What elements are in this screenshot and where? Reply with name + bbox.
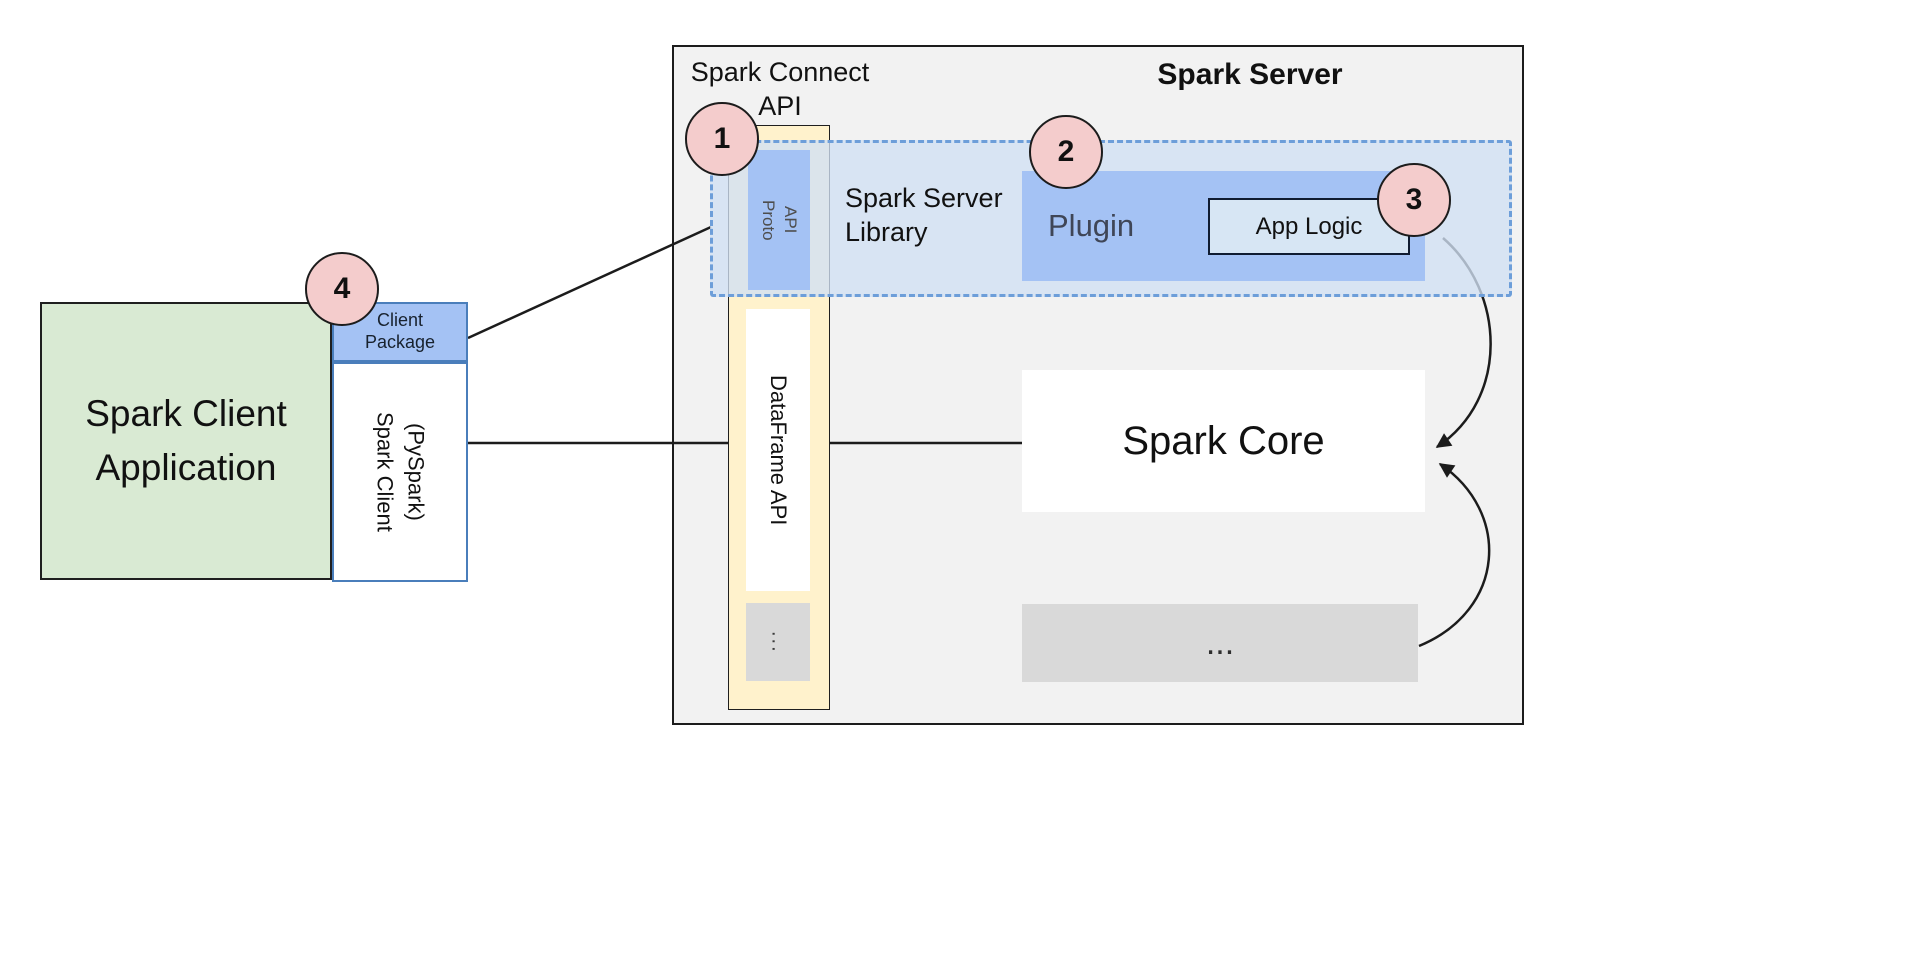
connect-api-more-label: ... <box>767 630 790 654</box>
spark-connect-api-label: Spark Connect API <box>690 57 870 121</box>
spark-client-box: Spark Client (PySpark) <box>332 362 468 582</box>
app-logic-label: App Logic <box>1255 212 1363 240</box>
spark-core-box: Spark Core <box>1022 370 1425 512</box>
badge-3: 3 <box>1377 163 1451 237</box>
connect-api-more-box: ... <box>746 603 810 681</box>
spark-client-label-line2: (PySpark) <box>403 423 429 521</box>
plugin-label: Plugin <box>1048 208 1135 243</box>
badge-3-number: 3 <box>1405 183 1423 216</box>
badge-1-number: 1 <box>713 122 731 155</box>
server-more-label: ... <box>1205 623 1235 662</box>
spark-client-label-line1: Spark Client <box>372 412 398 532</box>
client-package-label: Client Package <box>364 310 436 352</box>
proto-api-label-line1: Proto <box>759 199 778 241</box>
proto-api-box: Proto API <box>748 150 810 290</box>
badge-1: 1 <box>685 102 759 176</box>
spark-server-library-label: Spark Server Library <box>845 183 1003 247</box>
spark-core-label: Spark Core <box>1122 418 1325 463</box>
spark-client-application-label: Spark Client Application <box>85 393 287 488</box>
proto-api-label-line2: API <box>781 206 800 234</box>
server-more-box: ... <box>1022 604 1418 682</box>
badge-4-number: 4 <box>333 272 351 305</box>
spark-client-application-box: Spark Client Application <box>40 302 332 580</box>
app-logic-box: App Logic <box>1208 198 1410 255</box>
badge-2: 2 <box>1029 115 1103 189</box>
badge-2-number: 2 <box>1057 135 1075 168</box>
dataframe-api-box: DataFrame API <box>746 309 810 591</box>
spark-server-title: Spark Server <box>1157 58 1343 91</box>
badge-4: 4 <box>305 252 379 326</box>
dataframe-api-label: DataFrame API <box>766 374 791 526</box>
